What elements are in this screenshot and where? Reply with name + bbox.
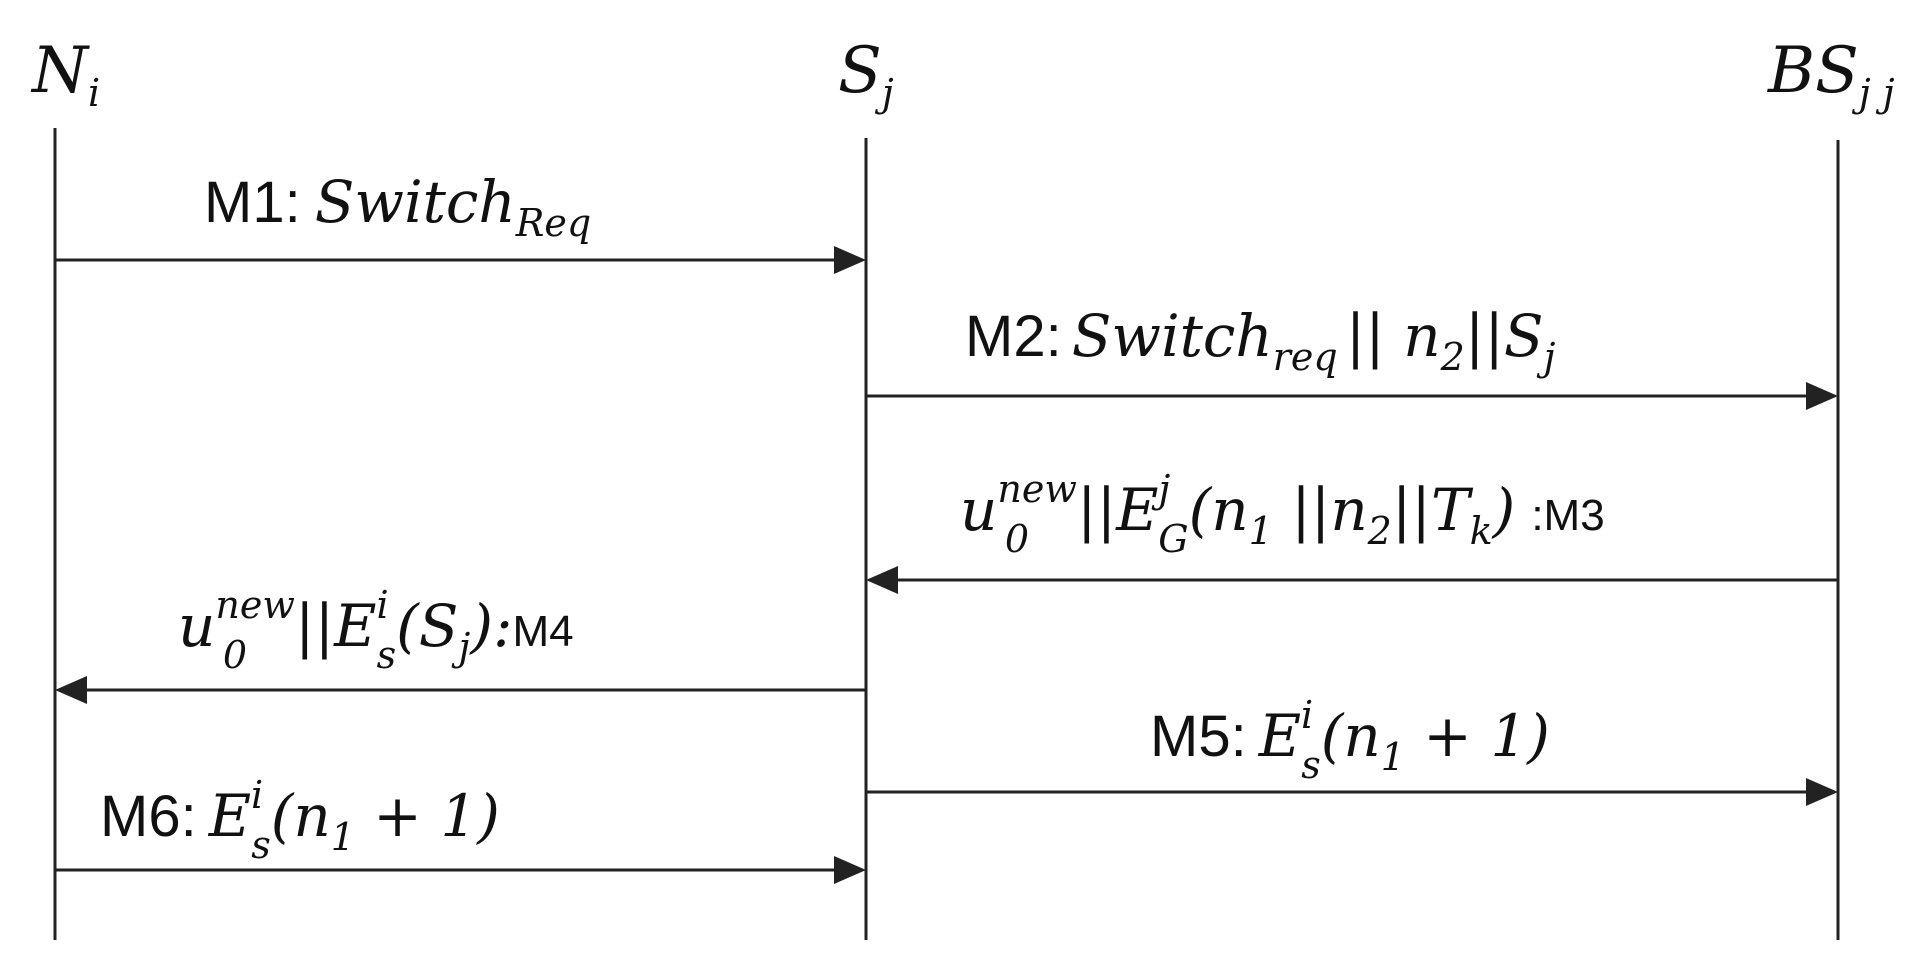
participant-ni-base: N xyxy=(30,34,90,108)
message-m1-arrowhead xyxy=(834,246,866,274)
message-m2: M2:Switchreq|| n2||Sj xyxy=(866,302,1838,410)
message-m6-arrowhead xyxy=(834,856,866,884)
message-m2-arrowhead xyxy=(1806,382,1838,410)
message-m5-id: M5: xyxy=(1150,704,1247,769)
message-m6-id: M6: xyxy=(100,784,197,849)
participant-bsj-sub: j j xyxy=(1852,71,1895,115)
participant-sj: Sj xyxy=(838,34,894,115)
message-m5-arrowhead xyxy=(1806,778,1838,806)
participant-sj-base: S xyxy=(838,34,882,108)
message-m4-arrowhead xyxy=(55,676,87,704)
message-m1: M1:SwitchReq xyxy=(55,168,866,274)
message-m2-id: M2: xyxy=(965,304,1062,369)
participant-ni-sub: i xyxy=(88,71,100,115)
message-m2-label: M2:Switchreq|| n2||Sj xyxy=(965,302,1556,379)
participant-bsj-base: BS xyxy=(1767,34,1859,108)
participant-ni: Ni xyxy=(30,34,100,115)
participant-bsj: BSj j xyxy=(1767,34,1895,115)
message-m3-arrowhead xyxy=(866,566,898,594)
message-m3-id: :M3 xyxy=(1531,491,1604,540)
message-m1-id: M1: xyxy=(204,170,301,235)
message-m1-label: M1:SwitchReq xyxy=(204,168,591,245)
message-m4-id: M4 xyxy=(512,607,573,656)
